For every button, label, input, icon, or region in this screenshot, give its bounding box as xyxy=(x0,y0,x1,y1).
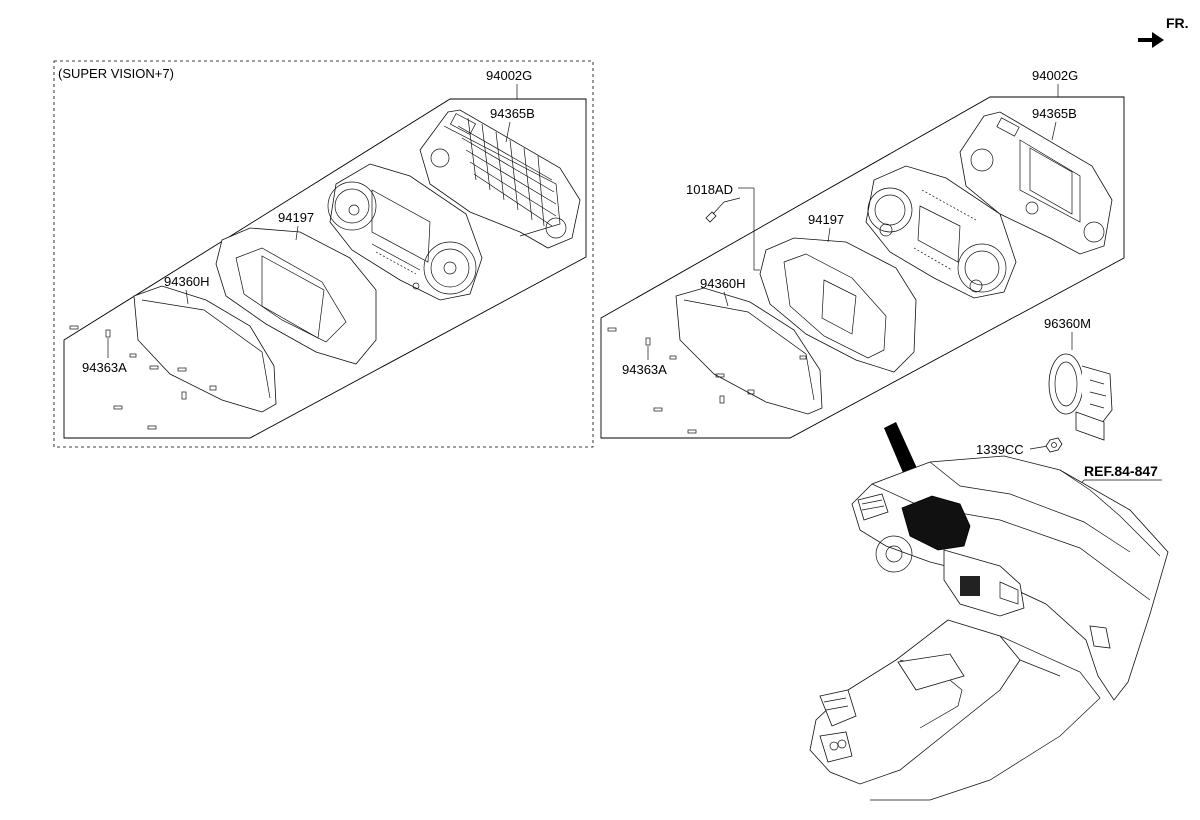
assembly-outline xyxy=(63,98,587,439)
label-94360H: 94360H xyxy=(164,274,210,289)
bulb-clips xyxy=(607,327,807,434)
label-1018AD: 1018AD xyxy=(686,182,733,197)
label-94197: 94197 xyxy=(278,210,314,225)
label-96360M: 96360M xyxy=(1044,316,1091,331)
meter-mask xyxy=(215,227,377,365)
buzzer-assembly: 96360M 1339CC xyxy=(976,316,1113,457)
label-94363A: 94363A xyxy=(622,362,667,377)
label-94360H: 94360H xyxy=(700,276,746,291)
label-94363A: 94363A xyxy=(82,360,127,375)
window-glass xyxy=(133,285,277,413)
variant-note: (SUPER VISION+7) xyxy=(58,66,174,81)
label-94365B: 94365B xyxy=(1032,106,1077,121)
dashboard-illustration: REF.84-847 xyxy=(809,422,1169,801)
nut-icon xyxy=(1045,437,1063,453)
meter-mask xyxy=(759,237,917,373)
assembly-outline xyxy=(600,96,1125,439)
cluster-hood xyxy=(901,495,971,551)
pcb-board xyxy=(419,109,581,249)
screw-icon xyxy=(705,197,741,223)
front-direction-indicator: FR. xyxy=(1138,15,1189,48)
variant-dashed-frame xyxy=(53,60,594,448)
label-94002G: 94002G xyxy=(1032,68,1078,83)
window-glass xyxy=(675,287,823,415)
label-94002G: 94002G xyxy=(486,68,532,83)
front-label: FR. xyxy=(1166,15,1189,31)
label-94365B: 94365B xyxy=(490,106,535,121)
pcb-grid xyxy=(457,117,557,227)
dial-cluster xyxy=(327,163,483,301)
dial-cluster xyxy=(865,165,1017,299)
front-arrow-icon xyxy=(1138,32,1164,48)
label-94197: 94197 xyxy=(808,212,844,227)
buzzer-icon xyxy=(1048,353,1113,441)
reference-label: REF.84-847 xyxy=(1084,463,1158,479)
pcb-board xyxy=(959,111,1113,255)
bulb-clips xyxy=(69,325,217,430)
label-1339CC: 1339CC xyxy=(976,442,1024,457)
left-cluster-group: (SUPER VISION+7) 94002G 94365B xyxy=(53,60,594,448)
right-cluster-group: 94002G 1018AD 94365B xyxy=(600,68,1125,439)
